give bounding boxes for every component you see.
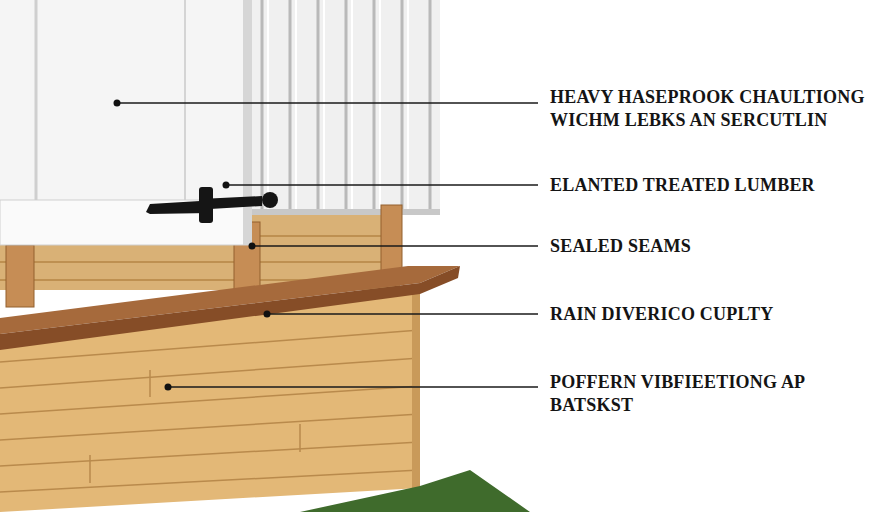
post [6, 245, 34, 307]
board-joint [149, 370, 151, 397]
latch-bracket [199, 187, 213, 223]
rib-highlight [267, 0, 269, 212]
callout-text: POFFERN VIBFIEETIONG AP BATSKST [550, 371, 886, 417]
callout-text: SEALED SEAMS [550, 235, 886, 258]
callout-text: RAIN DIVERICO CUPLTY [550, 303, 886, 326]
leader-line [168, 386, 538, 388]
door-groove [35, 0, 38, 200]
door-edge-shadow [243, 0, 252, 245]
callout-label: POFFERN VIBFIEETIONG AP BATSKST [550, 371, 886, 417]
grass [300, 470, 530, 512]
rib [401, 0, 404, 212]
rib-highlight [295, 0, 297, 212]
door-panel [0, 0, 250, 245]
board-seam [0, 414, 420, 440]
siding-edge [250, 209, 440, 215]
leader-dot [249, 243, 256, 250]
board-seam [0, 261, 400, 263]
callout-text: ELANTED TREATED LUMBER [550, 174, 886, 197]
board-joint [299, 424, 301, 452]
latch-knob [262, 192, 278, 208]
callout-label: ELANTED TREATED LUMBER [550, 174, 886, 197]
board-seam [0, 442, 420, 466]
leader-line [267, 313, 538, 315]
rib [261, 0, 264, 212]
callout-label: SEALED SEAMS [550, 235, 886, 258]
callout-text: HEAVY HASEPROOK CHAULTIONG WICHM LEBKS A… [550, 86, 886, 132]
leader-line [226, 184, 538, 186]
post [381, 205, 402, 271]
ledge-top [0, 266, 460, 334]
rib-highlight [351, 0, 353, 212]
leader-lines [117, 103, 538, 387]
leader-dots [114, 100, 271, 391]
wall-board-seams [0, 330, 420, 492]
siding-ribs [262, 0, 430, 212]
callout-label: HEAVY HASEPROOK CHAULTIONG WICHM LEBKS A… [550, 86, 886, 132]
rib-highlight [407, 0, 409, 212]
leader-dot [114, 100, 121, 107]
leader-line [117, 102, 538, 104]
board-seam [250, 235, 400, 237]
board-joint [89, 455, 91, 483]
rib [289, 0, 292, 212]
leader-dot [223, 182, 230, 189]
leader-dot [165, 384, 172, 391]
corrugated-siding [250, 0, 440, 215]
rib [429, 0, 432, 212]
board-seam [0, 386, 420, 414]
rib-highlight [323, 0, 325, 212]
ledge-front [0, 266, 460, 350]
board-seam [0, 470, 420, 492]
rib [345, 0, 348, 212]
siding-highlights [268, 0, 408, 212]
rib [373, 0, 376, 212]
callout-label: RAIN DIVERICO CUPLTY [550, 303, 886, 326]
rib-highlight [379, 0, 381, 212]
leader-dot [264, 311, 271, 318]
door-groove [184, 0, 186, 200]
board-seam [0, 358, 420, 388]
leader-line [252, 245, 538, 247]
rib [317, 0, 320, 212]
